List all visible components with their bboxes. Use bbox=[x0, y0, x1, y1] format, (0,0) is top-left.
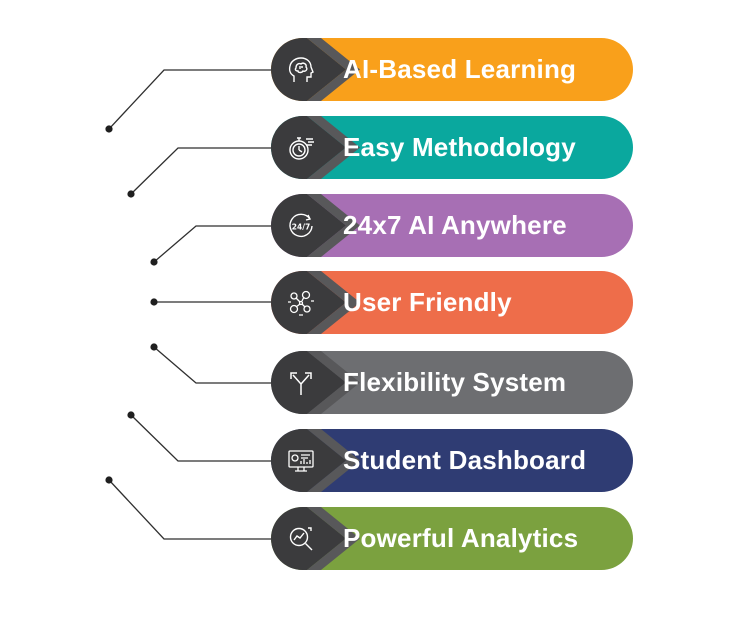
feature-label: Easy Methodology bbox=[343, 132, 576, 162]
monitor-dashboard-icon bbox=[271, 429, 331, 492]
feature-student-dashboard: Student Dashboard bbox=[271, 429, 633, 492]
svg-text:24/7: 24/7 bbox=[292, 222, 310, 231]
pill-background bbox=[271, 116, 633, 179]
feature-label: User Friendly bbox=[343, 287, 512, 317]
magnifier-chart-icon bbox=[271, 507, 331, 570]
connector-line-5 bbox=[153, 346, 271, 384]
feature-label: Powerful Analytics bbox=[343, 523, 579, 553]
feature-label: AI-Based Learning bbox=[343, 54, 577, 84]
split-arrows-icon bbox=[271, 351, 331, 414]
pill-background bbox=[271, 194, 633, 257]
feature-flexibility-system: Flexibility System bbox=[271, 351, 633, 414]
feature-24x7-ai-anywhere: 24/7 24x7 AI Anywhere bbox=[271, 194, 633, 257]
connector-dot-7 bbox=[105, 476, 113, 484]
feature-user-friendly: User Friendly bbox=[271, 271, 633, 334]
brain-head-icon bbox=[271, 38, 331, 101]
pill-background bbox=[271, 271, 633, 334]
feature-easy-methodology: Easy Methodology bbox=[271, 116, 633, 179]
connector-dot-4 bbox=[150, 298, 158, 306]
clock-24-7-icon: 24/7 bbox=[271, 194, 331, 257]
feature-ai-based-learning: AI-Based Learning bbox=[271, 38, 633, 101]
stopwatch-icon bbox=[271, 116, 331, 179]
pill-background bbox=[271, 507, 633, 570]
connector-line-1 bbox=[108, 69, 271, 130]
feature-label: 24x7 AI Anywhere bbox=[343, 210, 567, 240]
connector-line-2 bbox=[130, 147, 271, 195]
connector-line-3 bbox=[153, 225, 271, 263]
connector-dot-5 bbox=[150, 343, 158, 351]
pill-background bbox=[271, 38, 633, 101]
connector-line-7 bbox=[108, 479, 271, 540]
connector-dot-1 bbox=[105, 125, 113, 133]
connector-dot-3 bbox=[150, 258, 158, 266]
feature-label: Student Dashboard bbox=[343, 445, 587, 475]
users-network-icon bbox=[271, 271, 331, 334]
connector-dot-6 bbox=[127, 411, 135, 419]
pill-background bbox=[271, 351, 633, 414]
feature-label: Flexibility System bbox=[343, 367, 567, 397]
connector-dot-2 bbox=[127, 190, 135, 198]
feature-powerful-analytics: Powerful Analytics bbox=[271, 507, 633, 570]
connector-line-6 bbox=[130, 414, 271, 462]
pill-background bbox=[271, 429, 633, 492]
